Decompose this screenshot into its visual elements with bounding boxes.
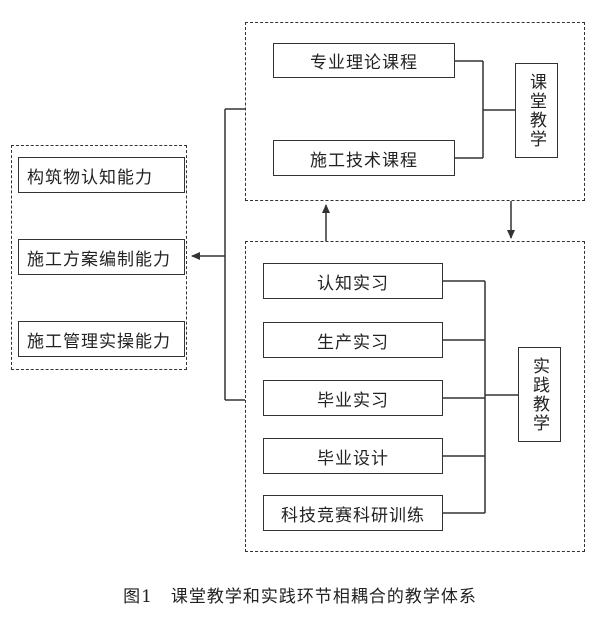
ability-planning: 施工方案编制能力 bbox=[18, 239, 185, 275]
practice-item-design: 毕业设计 bbox=[263, 438, 443, 474]
classroom-frame bbox=[245, 22, 585, 201]
course-theory: 专业理论课程 bbox=[273, 43, 455, 78]
practice-item-graduation: 毕业实习 bbox=[263, 380, 443, 416]
ability-management: 施工管理实操能力 bbox=[18, 321, 185, 357]
figure-title: 课堂教学和实践环节相耦合的教学体系 bbox=[170, 587, 477, 607]
practice-item-competition: 科技竞赛科研训练 bbox=[263, 495, 443, 531]
figure-caption: 图1 课堂教学和实践环节相耦合的教学体系 bbox=[0, 582, 600, 607]
practice-label: 实践教学 bbox=[518, 347, 561, 442]
abilities-frame bbox=[11, 145, 187, 370]
practice-item-production: 生产实习 bbox=[263, 322, 443, 358]
practice-frame bbox=[245, 241, 585, 552]
classroom-label: 课堂教学 bbox=[515, 63, 558, 158]
practice-item-cognition: 认知实习 bbox=[263, 263, 443, 299]
course-construction: 施工技术课程 bbox=[273, 140, 455, 176]
figure-number: 图1 bbox=[123, 587, 153, 607]
ability-cognition: 构筑物认知能力 bbox=[18, 157, 185, 193]
